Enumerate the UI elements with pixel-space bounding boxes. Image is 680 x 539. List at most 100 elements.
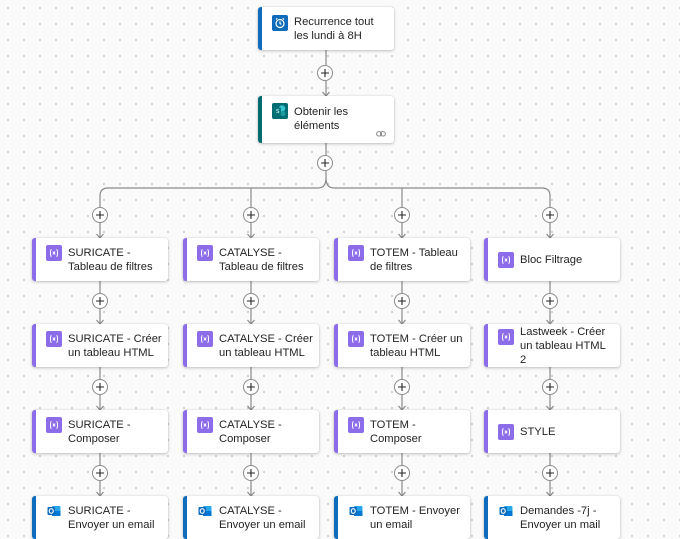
outlook-icon	[348, 503, 364, 519]
action-card[interactable]: SURICATE - Composer	[32, 410, 168, 453]
branch-split-connector	[99, 177, 551, 197]
get-items-card[interactable]: S Obtenir les éléments	[258, 96, 394, 143]
card-accent-bar	[183, 238, 187, 281]
card-accent-bar	[258, 96, 262, 143]
action-card[interactable]: CATALYSE - Composer	[183, 410, 319, 453]
add-step-button[interactable]	[394, 293, 410, 309]
plus-icon	[96, 383, 104, 391]
card-accent-bar	[183, 410, 187, 453]
card-accent-bar	[334, 324, 338, 367]
variable-icon	[197, 245, 213, 261]
add-step-button[interactable]	[317, 65, 333, 81]
variable-icon	[348, 331, 364, 347]
action-card[interactable]: Lastweek - Créer un tableau HTML 2	[484, 324, 620, 367]
add-step-button[interactable]	[542, 293, 558, 309]
alarm-clock-icon	[272, 15, 288, 31]
add-step-button[interactable]	[92, 207, 108, 223]
add-step-button[interactable]	[92, 379, 108, 395]
card-title: CATALYSE - Créer un tableau HTML	[219, 333, 313, 359]
card-title: TOTEM - Composer	[370, 419, 422, 445]
variable-icon	[197, 331, 213, 347]
card-accent-bar	[32, 324, 36, 367]
card-accent-bar	[258, 7, 262, 50]
variable-icon	[197, 417, 213, 433]
card-accent-bar	[32, 238, 36, 281]
card-title: Bloc Filtrage	[520, 254, 583, 266]
action-card[interactable]: SURICATE - Envoyer un email	[32, 496, 168, 539]
card-title: SURICATE - Tableau de filtres	[68, 247, 153, 273]
plus-icon	[321, 69, 329, 77]
action-card[interactable]: SURICATE - Tableau de filtres	[32, 238, 168, 281]
action-card[interactable]: STYLE	[484, 410, 620, 453]
card-title: SURICATE - Composer	[68, 419, 131, 445]
plus-icon	[546, 469, 554, 477]
add-step-button[interactable]	[92, 465, 108, 481]
add-step-button[interactable]	[394, 379, 410, 395]
card-title: Obtenir les éléments	[294, 106, 349, 132]
variable-icon	[498, 252, 514, 268]
plus-icon	[398, 211, 406, 219]
card-title: Lastweek - Créer un tableau HTML 2	[520, 326, 606, 366]
add-step-button[interactable]	[243, 293, 259, 309]
variable-icon	[498, 424, 514, 440]
add-step-button[interactable]	[92, 293, 108, 309]
plus-icon	[398, 469, 406, 477]
add-step-button[interactable]	[243, 207, 259, 223]
card-title: CATALYSE - Composer	[219, 419, 282, 445]
card-accent-bar	[32, 410, 36, 453]
action-card[interactable]: Demandes -7j - Envoyer un mail	[484, 496, 620, 539]
add-step-button[interactable]	[542, 207, 558, 223]
action-card[interactable]: SURICATE - Créer un tableau HTML	[32, 324, 168, 367]
card-title: SURICATE - Créer un tableau HTML	[68, 333, 162, 359]
card-accent-bar	[183, 324, 187, 367]
add-step-button[interactable]	[542, 379, 558, 395]
action-card[interactable]: TOTEM - Tableau de filtres	[334, 238, 470, 281]
plus-icon	[398, 383, 406, 391]
plus-icon	[247, 211, 255, 219]
recurrence-trigger-card[interactable]: Recurrence tout les lundi à 8H	[258, 7, 394, 50]
add-step-button[interactable]	[243, 379, 259, 395]
add-step-button[interactable]	[394, 465, 410, 481]
variable-icon	[46, 245, 62, 261]
add-step-button[interactable]	[394, 207, 410, 223]
sharepoint-icon: S	[272, 103, 288, 119]
outlook-icon	[46, 503, 62, 519]
add-step-button[interactable]	[542, 465, 558, 481]
card-accent-bar	[484, 496, 488, 539]
card-accent-bar	[484, 410, 488, 453]
outlook-icon	[498, 503, 514, 519]
variable-icon	[498, 329, 514, 345]
add-step-button[interactable]	[243, 465, 259, 481]
card-title: TOTEM - Envoyer un email	[370, 505, 460, 531]
plus-icon	[546, 297, 554, 305]
card-title: SURICATE - Envoyer un email	[68, 505, 155, 531]
plus-icon	[96, 297, 104, 305]
card-accent-bar	[484, 324, 488, 367]
card-title: CATALYSE - Tableau de filtres	[219, 247, 304, 273]
svg-text:S: S	[276, 109, 280, 115]
card-accent-bar	[484, 238, 488, 281]
action-card[interactable]: TOTEM - Créer un tableau HTML	[334, 324, 470, 367]
plus-icon	[96, 469, 104, 477]
action-card[interactable]: TOTEM - Envoyer un email	[334, 496, 470, 539]
plus-icon	[247, 383, 255, 391]
card-accent-bar	[334, 238, 338, 281]
action-card[interactable]: Bloc Filtrage	[484, 238, 620, 281]
add-step-button[interactable]	[317, 155, 333, 171]
card-title: TOTEM - Tableau de filtres	[370, 247, 458, 273]
action-card[interactable]: CATALYSE - Envoyer un email	[183, 496, 319, 539]
variable-icon	[46, 331, 62, 347]
plus-icon	[546, 383, 554, 391]
variable-icon	[348, 245, 364, 261]
action-card[interactable]: CATALYSE - Créer un tableau HTML	[183, 324, 319, 367]
card-title: TOTEM - Créer un tableau HTML	[370, 333, 463, 359]
variable-icon	[348, 417, 364, 433]
action-card[interactable]: CATALYSE - Tableau de filtres	[183, 238, 319, 281]
card-accent-bar	[334, 410, 338, 453]
card-accent-bar	[334, 496, 338, 539]
plus-icon	[247, 297, 255, 305]
action-card[interactable]: TOTEM - Composer	[334, 410, 470, 453]
variable-icon	[46, 417, 62, 433]
card-accent-bar	[183, 496, 187, 539]
